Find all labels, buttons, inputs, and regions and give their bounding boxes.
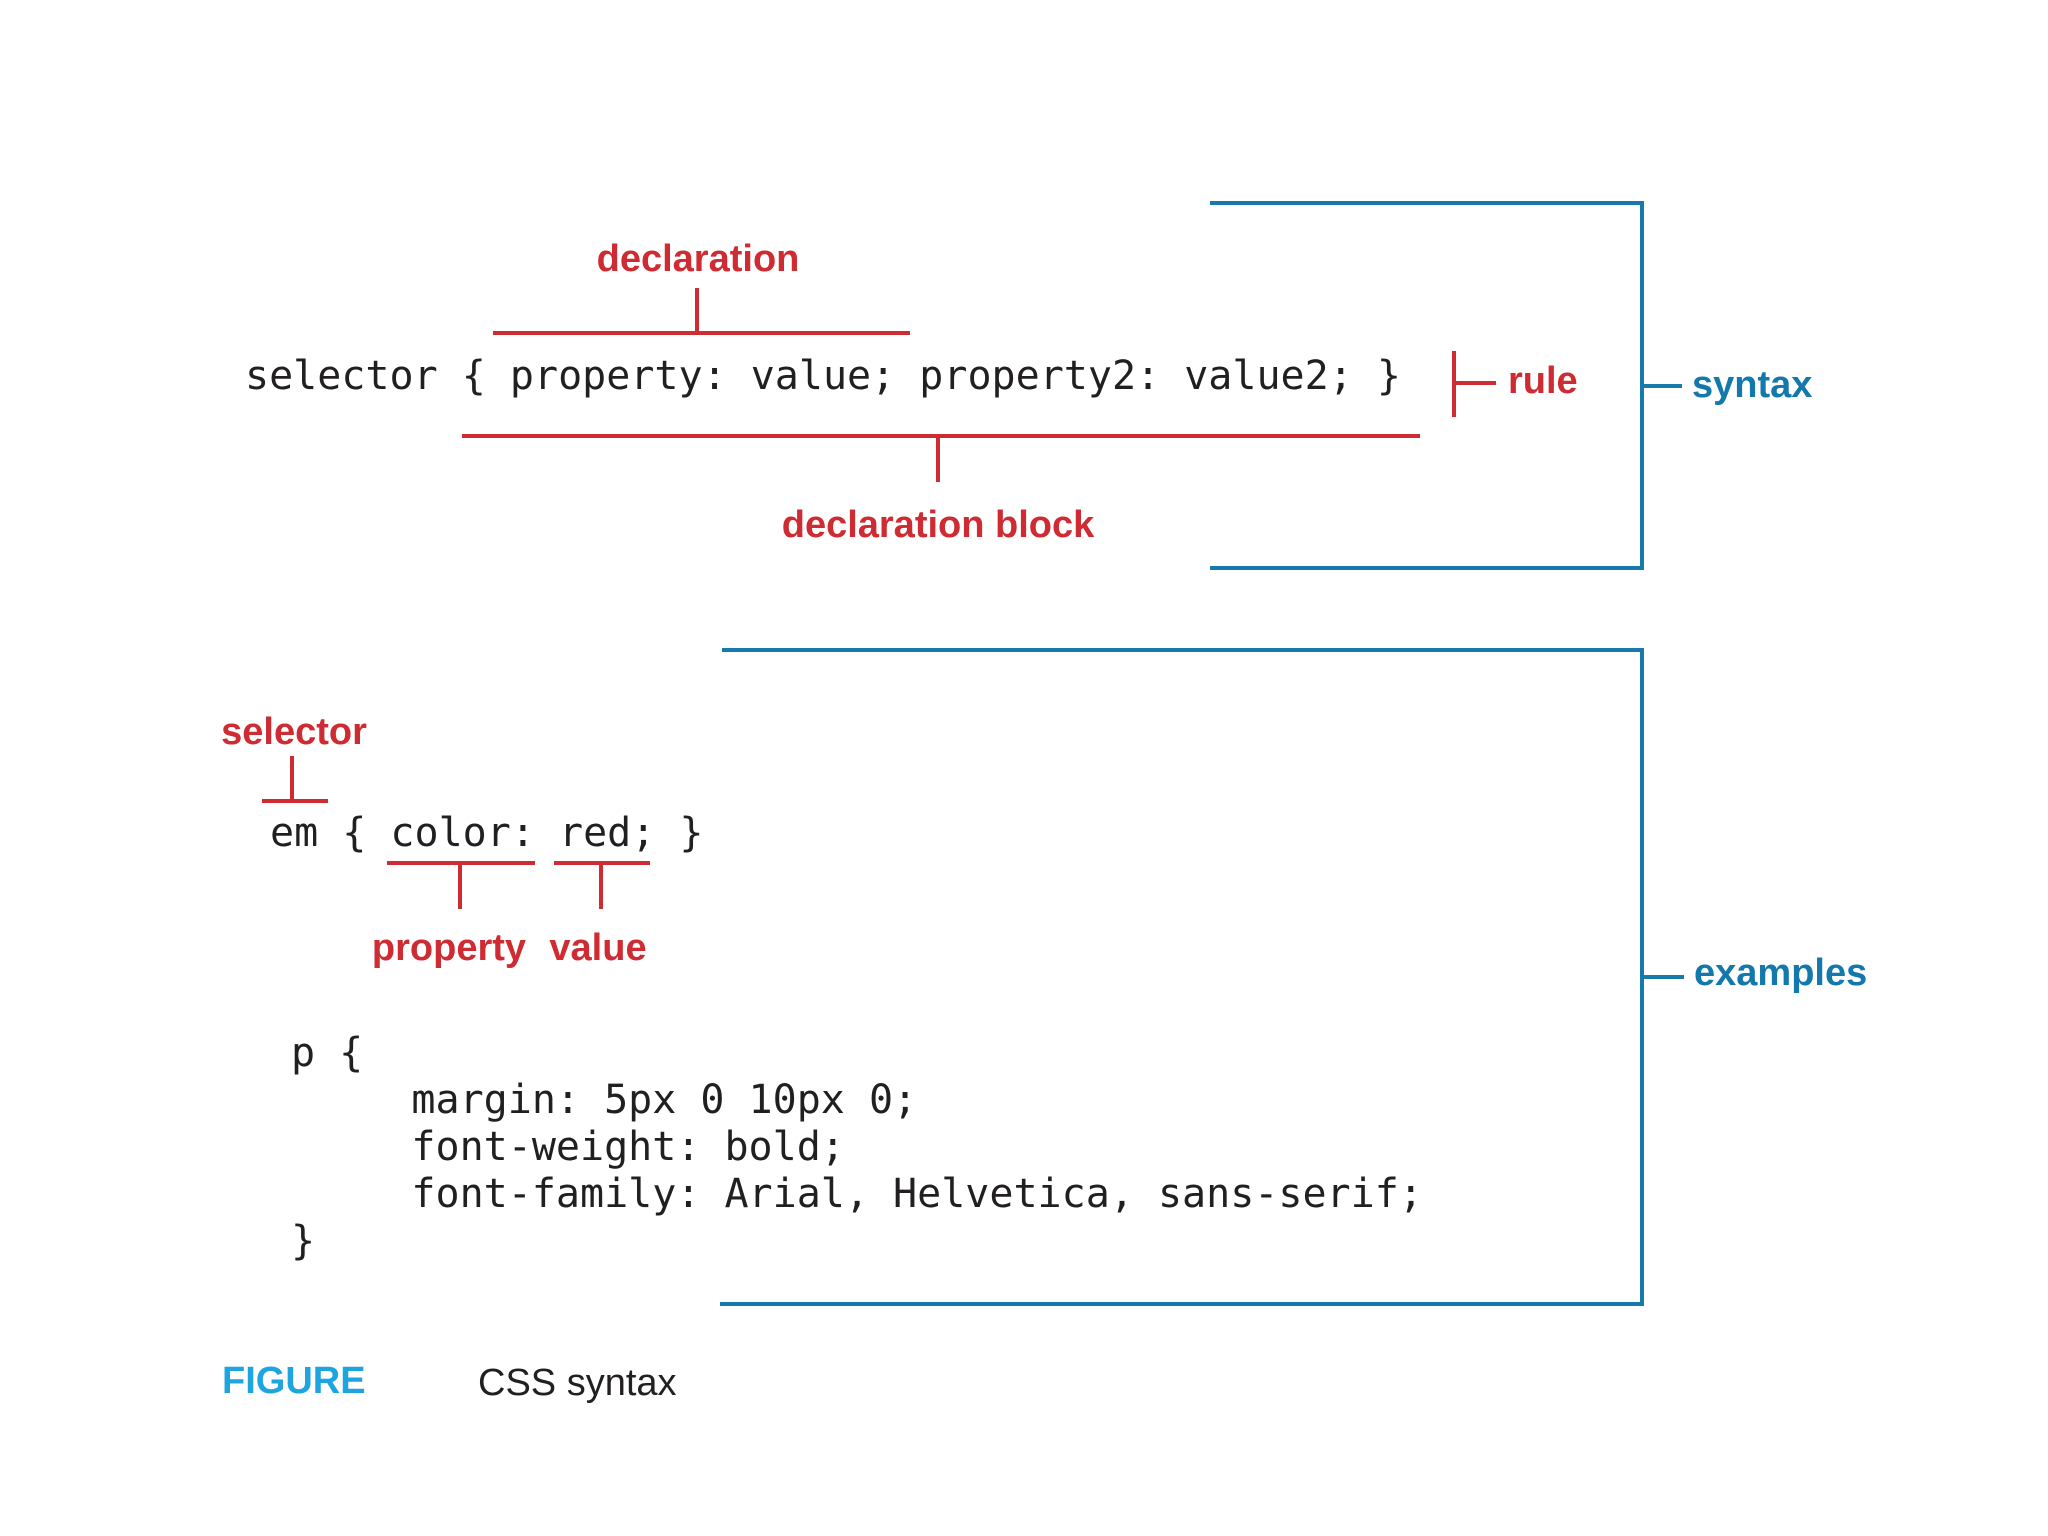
syntax-bracket-tick [1644,384,1682,388]
syntax-bracket-bottom-line [1210,566,1644,570]
declaration-block-underline [462,434,1420,438]
syntax-code-line: selector { property: value; property2: v… [245,353,1401,399]
examples-bracket-tick [1644,975,1684,979]
figure-label: FIGURE [222,1360,366,1402]
declaration-block-pointer-line [936,434,940,482]
rule-pointer-tick [1452,381,1496,385]
syntax-bracket-vertical-line [1640,201,1644,570]
examples-bracket-vertical-line [1640,648,1644,1306]
examples-bracket-bottom-line [720,1302,1644,1306]
property-label: property [371,927,527,969]
em-code-line: em { color: red; } [270,810,704,856]
declaration-block-label: declaration block [781,504,1095,546]
selector-pointer-line [290,756,294,801]
declaration-underline [493,331,910,335]
rule-label: rule [1508,360,1578,402]
figure-caption: CSS syntax [478,1362,677,1404]
value-pointer-line [599,861,603,909]
p-code-block: p { margin: 5px 0 10px 0; font-weight: b… [291,1030,1423,1264]
syntax-bracket-top-line [1210,201,1644,205]
syntax-bracket-label: syntax [1692,364,1813,406]
declaration-pointer-line [695,288,699,333]
value-label: value [549,927,647,969]
examples-bracket-top-line [722,648,1644,652]
selector-label: selector [221,711,367,753]
selector-pointer-base [262,799,328,803]
declaration-label: declaration [596,238,800,280]
examples-bracket-label: examples [1694,952,1868,994]
property-pointer-line [458,861,462,909]
